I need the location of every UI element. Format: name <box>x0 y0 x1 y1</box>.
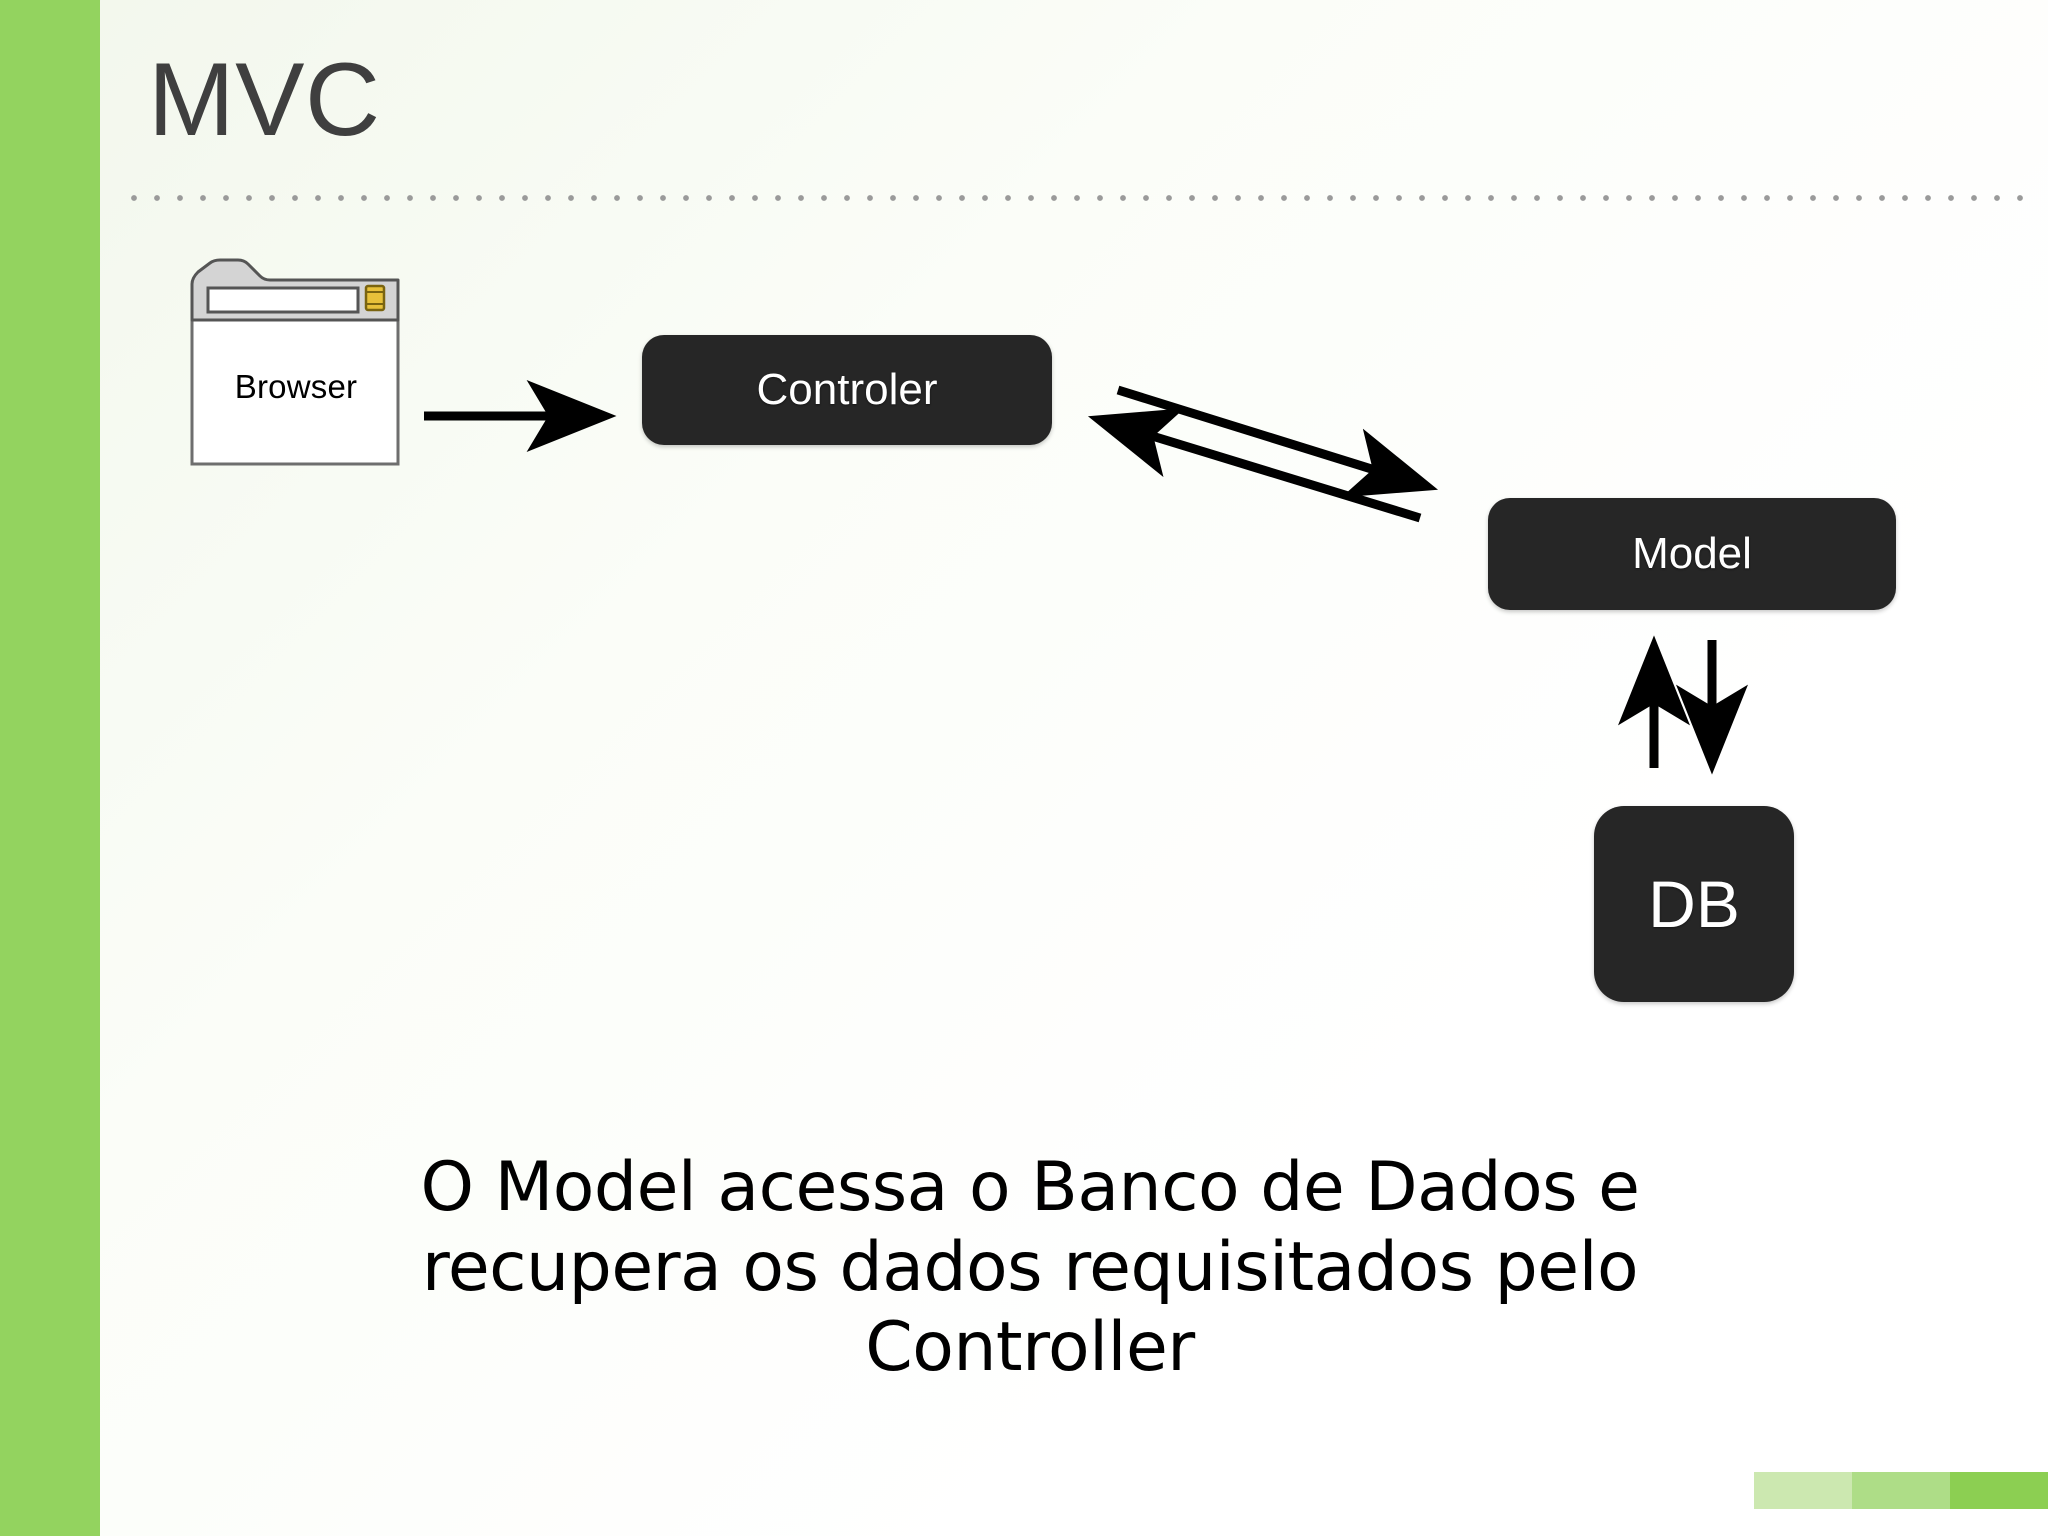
node-db-label: DB <box>1648 867 1740 941</box>
swatch-light <box>1754 1472 1852 1509</box>
arrow-controler-to-model <box>1116 385 1439 498</box>
node-model[interactable]: Model <box>1488 498 1896 610</box>
node-model-label: Model <box>1632 529 1752 578</box>
caption-line-1: O Model acessa o Banco de Dados e <box>420 1148 1641 1227</box>
browser-label: Browser <box>234 368 358 405</box>
footer-green-swatches <box>1754 1472 2048 1509</box>
swatch-medium <box>1852 1472 1950 1509</box>
browser-window-icon <box>188 258 404 468</box>
page-title: MVC <box>148 42 381 158</box>
caption-block: O Model acessa o Banco de Dados e recupe… <box>330 1148 1730 1389</box>
node-db[interactable]: DB <box>1594 806 1794 1002</box>
node-controler[interactable]: Controler <box>642 335 1052 445</box>
swatch-strong <box>1950 1472 2048 1509</box>
node-controler-label: Controler <box>756 365 938 414</box>
title-divider-dotted-rule <box>130 194 2026 202</box>
caption-line-2: recupera os dados requisitados pelo <box>421 1228 1639 1308</box>
arrow-model-to-controler <box>1087 408 1422 523</box>
caption-line-3: Controller <box>865 1308 1195 1388</box>
left-accent-band <box>0 0 100 1536</box>
